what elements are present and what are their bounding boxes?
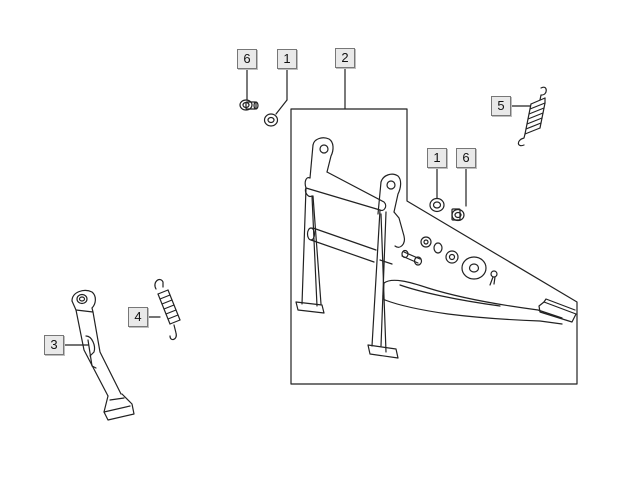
callout-part-6: 6 — [237, 49, 257, 69]
pivot-washers — [420, 236, 487, 280]
spring-4 — [154, 278, 181, 341]
leader-line-1a-diag — [275, 99, 288, 115]
callout-part-5: 5 — [491, 96, 511, 116]
cotter-pin — [489, 270, 498, 286]
bolt-6-frame — [451, 208, 465, 222]
callout-part-3: 3 — [44, 335, 64, 355]
side-stand-3 — [71, 289, 135, 421]
washer-1-frame — [429, 197, 445, 213]
callout-part-4: 4 — [128, 307, 148, 327]
callout-part-1: 1 — [277, 49, 297, 69]
bolt-6-top — [239, 99, 259, 111]
callout-part-6-frame: 6 — [456, 148, 476, 168]
assembly-frame — [290, 67, 578, 385]
center-stand — [295, 137, 577, 359]
callout-part-1-frame: 1 — [427, 148, 447, 168]
washer-1-top — [263, 113, 279, 127]
callout-part-2: 2 — [335, 48, 355, 68]
spring-5 — [517, 86, 547, 147]
